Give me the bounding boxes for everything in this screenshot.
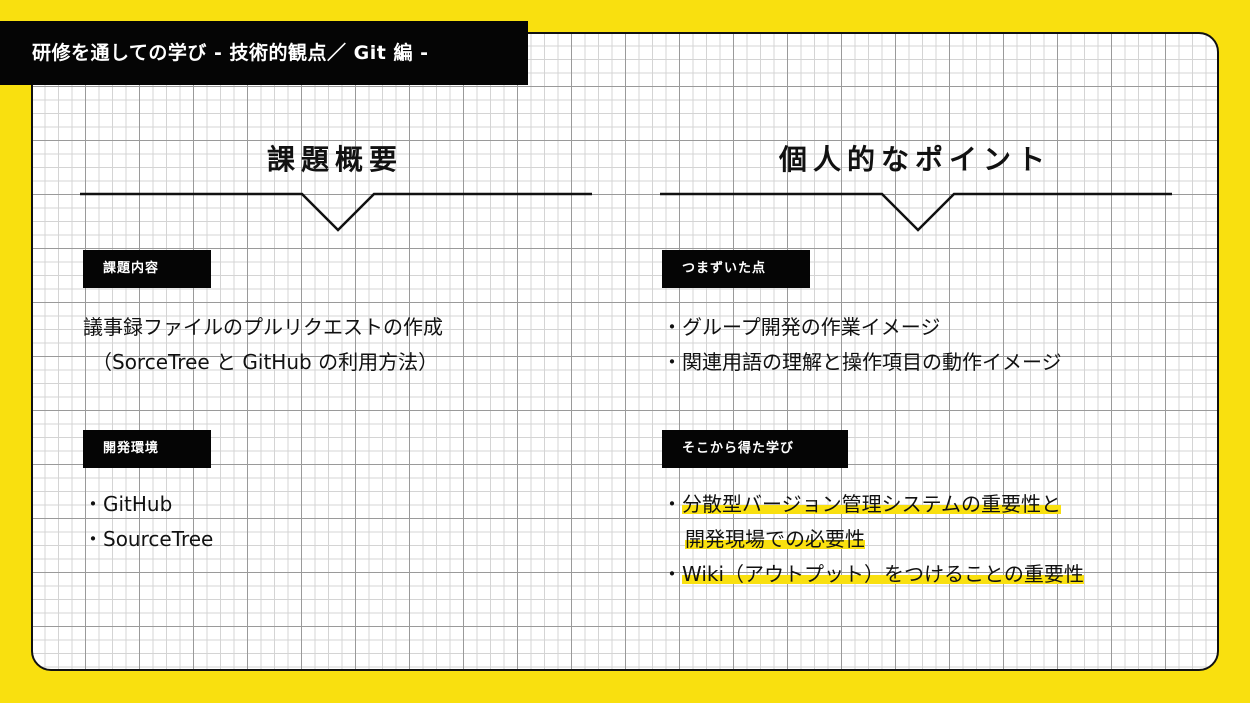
right-divider bbox=[660, 192, 1172, 232]
stumble-item: ・グループ開発の作業イメージ bbox=[662, 315, 941, 339]
bullet: ・ bbox=[662, 562, 682, 586]
task-line-2: （SorceTree と GitHub の利用方法） bbox=[92, 350, 439, 374]
stumble-item: ・関連用語の理解と操作項目の動作イメージ bbox=[662, 350, 1062, 374]
env-item: ・GitHub bbox=[83, 492, 173, 516]
learn-item: Wiki（アウトプット）をつけることの重要性 bbox=[682, 562, 1084, 586]
env-label: 開発環境 bbox=[83, 430, 211, 468]
env-item: ・SourceTree bbox=[83, 527, 214, 551]
slide-card bbox=[31, 32, 1219, 671]
left-heading: 課題概要 bbox=[266, 143, 403, 176]
slide-title: 研修を通しての学び - 技術的観点／ Git 編 - bbox=[0, 21, 528, 85]
right-heading: 個人的なポイント bbox=[778, 143, 1051, 176]
learn-item: 開発現場での必要性 bbox=[685, 527, 865, 551]
learn-item: 分散型バージョン管理システムの重要性と bbox=[682, 492, 1061, 516]
task-label: 課題内容 bbox=[83, 250, 211, 288]
bullet: ・ bbox=[662, 492, 682, 516]
task-line-1: 議事録ファイルのプルリクエストの作成 bbox=[83, 315, 443, 339]
learn-label: そこから得た学び bbox=[662, 430, 848, 468]
stumble-label: つまずいた点 bbox=[662, 250, 810, 288]
left-divider bbox=[80, 192, 592, 232]
